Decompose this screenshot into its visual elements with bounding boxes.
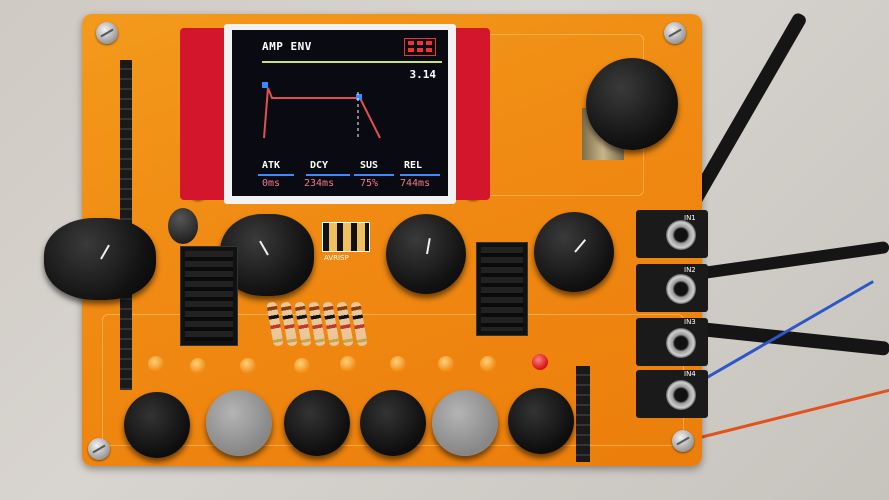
push-button-1[interactable] — [124, 392, 190, 458]
param-label-rel: REL — [404, 160, 423, 171]
led — [148, 356, 164, 372]
pin-header — [576, 366, 590, 462]
param-label-dcy: DCY — [310, 160, 329, 171]
knob-1[interactable] — [44, 218, 156, 300]
led — [190, 358, 206, 374]
param-label-sus: SUS — [360, 160, 379, 171]
ic-socket — [476, 242, 528, 336]
envelope-node — [262, 82, 268, 88]
knob-3[interactable] — [386, 214, 466, 294]
input-jack-3[interactable] — [636, 318, 708, 366]
menu-grid-icon — [404, 38, 436, 56]
screen-value: 3.14 — [409, 68, 437, 81]
screw — [88, 438, 110, 460]
orange-wire — [699, 387, 889, 439]
param-underline — [306, 174, 350, 176]
led — [390, 356, 406, 372]
push-button-4[interactable] — [360, 390, 426, 456]
screw — [96, 22, 118, 44]
jack-label: IN2 — [684, 266, 696, 274]
led — [340, 356, 356, 372]
input-jack-4[interactable] — [636, 370, 708, 418]
led-red — [532, 354, 548, 370]
led — [240, 358, 256, 374]
param-value-atk: 0ms — [262, 178, 281, 189]
audio-cable — [700, 240, 889, 280]
avrisp-label: AVRISP — [324, 254, 349, 262]
push-button-6[interactable] — [508, 388, 574, 454]
screen-title: AMP ENV — [262, 40, 312, 53]
power-cable — [685, 11, 809, 209]
push-button-3[interactable] — [284, 390, 350, 456]
screw — [672, 430, 694, 452]
jack-label: IN3 — [684, 318, 696, 326]
led — [438, 356, 454, 372]
jack-label: IN4 — [684, 370, 696, 378]
param-underline — [354, 174, 394, 176]
param-value-sus: 75% — [360, 178, 379, 189]
screen-divider — [262, 61, 442, 63]
led — [480, 356, 496, 372]
main-encoder-knob[interactable] — [586, 58, 678, 150]
led — [294, 358, 310, 374]
envelope-node — [356, 94, 362, 100]
screw — [664, 22, 686, 44]
param-value-rel: 744ms — [400, 178, 431, 189]
knob-4[interactable] — [534, 212, 614, 292]
input-jack-2[interactable] — [636, 264, 708, 312]
push-button-2[interactable] — [206, 390, 272, 456]
param-underline — [400, 174, 440, 176]
input-jack-1[interactable] — [636, 210, 708, 258]
capacitor — [168, 208, 198, 244]
param-underline — [258, 174, 294, 176]
param-label-atk: ATK — [262, 160, 281, 171]
jack-label: IN1 — [684, 214, 696, 222]
avrisp-header — [322, 222, 370, 252]
lcd-screen: AMP ENV 3.14 ATK DCY SUS REL 0ms 234ms 7… — [232, 30, 448, 196]
ic-socket — [180, 246, 238, 346]
push-button-5[interactable] — [432, 390, 498, 456]
param-value-dcy: 234ms — [304, 178, 335, 189]
envelope-graph — [262, 82, 381, 139]
